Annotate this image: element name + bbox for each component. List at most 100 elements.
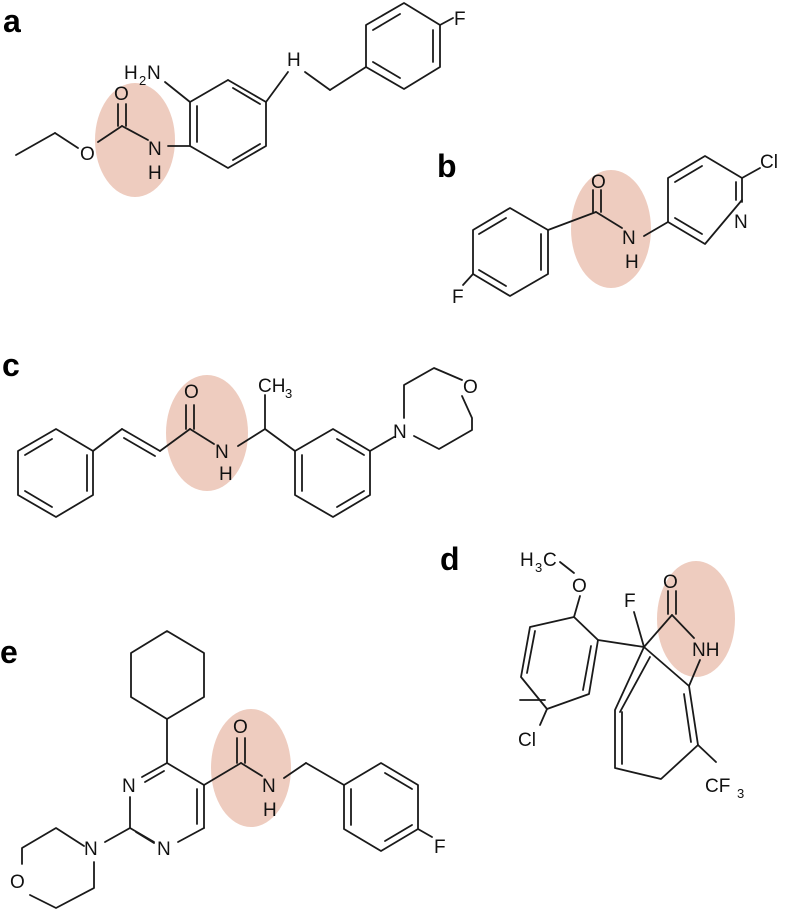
atom-a-benzyl-nh: H: [287, 50, 301, 71]
ring-a-fluorophenyl: [365, 2, 441, 90]
bond-a-ch2-ring: [329, 66, 367, 91]
ring-c-c-db1: [336, 438, 365, 456]
atom-e-carbonyl-o: O: [233, 717, 248, 738]
atom-d-lactam-nh: NH: [692, 640, 719, 661]
bond-a-nh2: [164, 81, 191, 103]
ring-d-fb-db3: [619, 656, 651, 713]
atom-e-pyr-n1: N: [157, 839, 171, 860]
bond-c-ch-co: [159, 428, 191, 452]
structure-d: d H 3 C O Cl F O NH CF 3: [440, 541, 744, 801]
highlight-amide-b: [571, 170, 651, 288]
bond-b-c-n: [595, 211, 623, 229]
atom-b-amide-n: N: [622, 228, 636, 249]
atom-d-fluoro: F: [624, 591, 636, 612]
bond-c-ring-n: [369, 436, 395, 452]
ring-c-ph-db2: [24, 490, 53, 508]
bond-a-c-f: [439, 17, 454, 26]
panel-label-b: b: [437, 148, 457, 184]
ring-b-pyridine-2: [667, 199, 743, 245]
ring-d-chlorophenyl: [520, 616, 599, 710]
bond-e-n-ch2: [283, 762, 307, 779]
atom-e-fluoro: F: [434, 837, 446, 858]
bond-a-o-ch2: [54, 132, 79, 149]
bond-a-nh-ch2: [304, 71, 331, 91]
bond-c-ch-ch: [121, 428, 161, 452]
bond-d-cq-f: [633, 611, 645, 648]
bond-e-c2-nmorph: [104, 827, 131, 843]
atom-d-methoxy-sub: 3: [535, 560, 542, 575]
bond-a-ring-nh: [265, 71, 289, 103]
ring-a-central: [189, 79, 267, 169]
bond-d-ch3-o: [559, 561, 575, 574]
bond-b-ring-c: [547, 211, 597, 231]
ring-b-db3: [478, 217, 507, 235]
ring-d-fb-db1: [683, 693, 692, 743]
bond-d-c-cf3: [697, 744, 717, 763]
ring-e-morpholine-2: [29, 861, 95, 909]
bond-e-c-n: [240, 762, 263, 777]
bond-b-c-cl: [741, 167, 761, 179]
bond-a-c-oester: [97, 125, 123, 143]
ring-e-morpholine: [21, 827, 85, 865]
structure-c: c O N H CH 3 N O: [2, 347, 478, 518]
atom-b-carbonyl-o: O: [591, 172, 606, 193]
atom-e-morph-o: O: [10, 872, 25, 893]
atom-d-methoxy-o: O: [572, 576, 587, 597]
atom-a-amide-h: H: [148, 163, 162, 184]
structure-e: e N N O N H F N: [0, 630, 446, 909]
atom-a-nh2-h: H: [124, 63, 138, 84]
ring-a-central-db1: [232, 87, 261, 105]
bond-b-n-ring: [643, 221, 669, 237]
atom-a-ester-o: O: [80, 144, 95, 165]
ring-e-cyclohexyl: [130, 630, 205, 720]
highlight-carbamate-a: [95, 83, 175, 197]
atom-c-methyl-c: CH: [258, 376, 285, 397]
ring-b-py-db1: [674, 165, 703, 183]
bond-d-n-c7a: [688, 659, 701, 687]
atom-a-nh2-sub: 2: [139, 73, 146, 88]
bond-c-c-n: [189, 428, 215, 445]
bond-d-o-ring: [573, 595, 581, 618]
atom-a-amide-n: N: [148, 139, 162, 160]
bond-a-ch2-ch3: [15, 132, 56, 156]
panel-label-c: c: [2, 347, 20, 383]
structure-b: b F O N H N Cl: [437, 148, 778, 308]
panel-label-a: a: [3, 3, 21, 39]
bond-a-n-c: [121, 125, 149, 141]
atom-e-morph-n: N: [84, 839, 98, 860]
ring-e-pyr-db3: [135, 831, 155, 844]
atom-b-chloro: Cl: [760, 152, 778, 173]
atom-c-morph-o: O: [463, 377, 478, 398]
atom-e-amide-n: N: [262, 776, 276, 797]
ring-b-pyridine: [667, 155, 743, 223]
atom-d-cf3: CF: [705, 776, 730, 797]
highlight-amide-e: [211, 709, 291, 827]
ring-b-py-db3: [674, 217, 703, 235]
ring-c-morpholine-2: [413, 395, 473, 450]
atom-d-methoxy-c: C: [543, 550, 557, 571]
atom-d-cf3-sub: 3: [737, 786, 744, 801]
ring-c-morpholine: [403, 367, 463, 419]
highlight-lactam-d: [657, 561, 735, 677]
ring-d-db1: [582, 645, 592, 691]
atom-b-fluoro: F: [452, 287, 464, 308]
bond-d-co-n: [671, 614, 695, 639]
atom-a-carbonyl-o: O: [114, 84, 129, 105]
ring-c-c-db2: [336, 490, 365, 508]
ring-c-central: [294, 428, 371, 518]
bond-e-c5-c4: [166, 762, 205, 786]
ring-e-fp-db1: [384, 772, 413, 790]
bond-e-c4-n3: [141, 762, 168, 778]
bond-c-ch-ring: [264, 428, 296, 452]
panel-label-d: d: [440, 541, 460, 577]
atom-d-carbonyl-o: O: [663, 572, 678, 593]
atom-c-morph-n: N: [393, 422, 407, 443]
bond-c-ph-ch: [92, 428, 123, 452]
ring-b-fluorophenyl: [472, 207, 549, 297]
ring-d-fused-benzene: [614, 646, 699, 780]
bond-c-n-ch: [237, 428, 266, 447]
atom-a-nh2-n: N: [147, 63, 161, 84]
atom-b-pyridine-n: N: [734, 212, 748, 233]
ring-c-ph-db3: [24, 438, 53, 456]
